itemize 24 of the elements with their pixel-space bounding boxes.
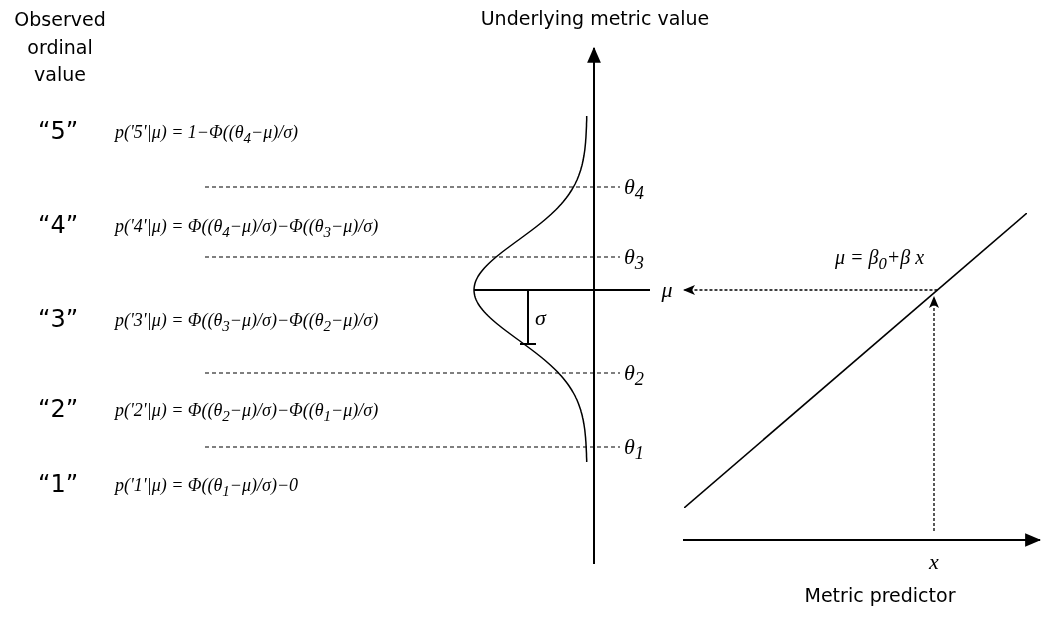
probability-formula: p('4'|μ) = Φ((θ$_{4}$−μ)/σ)−Φ((θ$_{3}$−μ)/σ) xyxy=(115,216,379,241)
ordinal-value: “3” xyxy=(38,306,79,334)
probability-formula: p('1'|μ) = Φ((θ$_{1}$−μ)/σ)−0 xyxy=(115,475,299,500)
predictor-value-label: x xyxy=(924,531,944,573)
sigma-label: σ xyxy=(535,305,546,331)
axis-title: Observed ordinal value xyxy=(13,7,107,88)
dashed-arrow xyxy=(683,285,939,295)
ordinal-value: “1” xyxy=(38,471,79,499)
probability-formula: p('3'|μ) = Φ((θ$_{3}$−μ)/σ)−Φ((θ$_{2}$−μ)/σ) xyxy=(115,310,379,335)
axis-title: Underlying metric value xyxy=(480,8,710,30)
threshold-label: θ$_{1}$ xyxy=(624,434,644,465)
probability-formula: p('5'|μ) = 1−Φ((θ$_{4}$−μ)/σ) xyxy=(115,122,299,147)
regression-equation: μ = β$_{0}$+β x xyxy=(835,246,925,274)
threshold-label: θ$_{2}$ xyxy=(624,360,644,391)
regression-line xyxy=(684,213,1027,508)
axis-title: Metric predictor xyxy=(804,585,956,607)
probability-formula: p('2'|μ) = Φ((θ$_{2}$−μ)/σ)−Φ((θ$_{1}$−μ)/σ) xyxy=(115,400,379,425)
threshold-label: θ$_{3}$ xyxy=(624,244,644,275)
threshold-label: θ$_{4}$ xyxy=(624,174,644,205)
ordinal-value: “4” xyxy=(38,212,79,240)
ordinal-value: “5” xyxy=(38,118,79,146)
ordinal-value: “2” xyxy=(38,396,79,424)
mean-label: μ xyxy=(654,276,680,304)
dashed-arrow xyxy=(929,296,939,532)
